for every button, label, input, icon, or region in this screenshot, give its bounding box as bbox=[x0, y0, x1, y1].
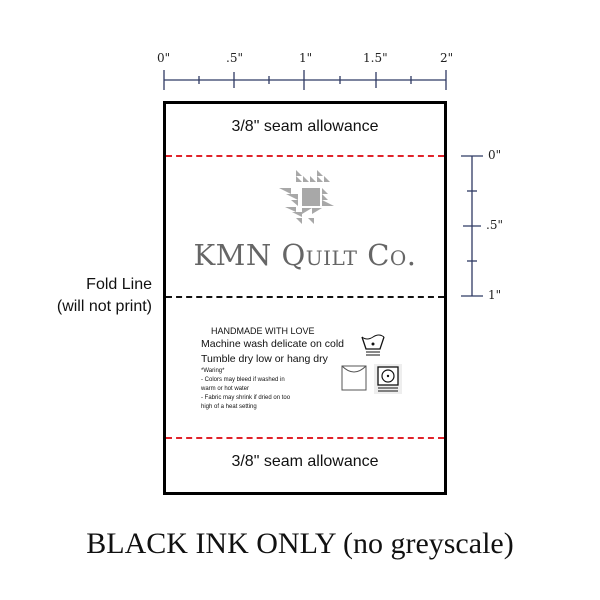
ruler-tick-label: 1.5" bbox=[363, 51, 388, 65]
fold-line-title: Fold Line bbox=[86, 276, 152, 293]
print-instruction: BLACK INK ONLY (no greyscale) bbox=[86, 527, 514, 560]
ruler-tick-label: 1" bbox=[299, 51, 313, 65]
seam-line-bottom bbox=[166, 437, 444, 439]
warning-line: high of a heat setting bbox=[201, 404, 257, 410]
seam-allowance-bottom: 3/8" seam allowance bbox=[231, 453, 379, 470]
wash-delicate-icon bbox=[361, 334, 385, 356]
warning-title: *Waring* bbox=[201, 368, 225, 374]
ruler-tick-label: .5" bbox=[486, 218, 503, 232]
care-wash: Machine wash delicate on cold bbox=[201, 338, 345, 350]
seam-line-top bbox=[166, 155, 444, 157]
label-outline bbox=[163, 101, 447, 495]
ruler-tick-label: 0" bbox=[157, 51, 171, 65]
tumble-dry-low-icon bbox=[374, 364, 402, 394]
side-ruler bbox=[461, 155, 483, 297]
ruler-tick-label: 2" bbox=[440, 51, 454, 65]
brand-name: KMN Quilt Co. bbox=[193, 238, 417, 272]
fold-line bbox=[166, 296, 444, 298]
fold-line-note: (will not print) bbox=[56, 298, 152, 315]
care-warning: *Waring* - Colors may bleed if washed in… bbox=[201, 367, 290, 412]
warning-line: - Fabric may shrink if dried on too bbox=[201, 395, 291, 401]
quilt-star-logo-icon bbox=[279, 170, 334, 224]
warning-line: - Colors may bleed if washed in bbox=[201, 377, 285, 383]
care-heading: HANDMADE WITH LOVE bbox=[211, 326, 315, 336]
fold-line-label: Fold Line (will not print) bbox=[10, 274, 152, 318]
ruler-tick-label: .5" bbox=[226, 51, 243, 65]
ruler-tick-label: 1" bbox=[488, 288, 502, 302]
hang-dry-icon bbox=[341, 365, 367, 391]
warning-line: warm or hot water bbox=[201, 386, 250, 392]
top-ruler bbox=[163, 70, 447, 90]
care-dry: Tumble dry low or hang dry bbox=[201, 353, 328, 365]
ruler-tick-label: 0" bbox=[488, 148, 502, 162]
seam-allowance-top: 3/8" seam allowance bbox=[231, 118, 379, 135]
